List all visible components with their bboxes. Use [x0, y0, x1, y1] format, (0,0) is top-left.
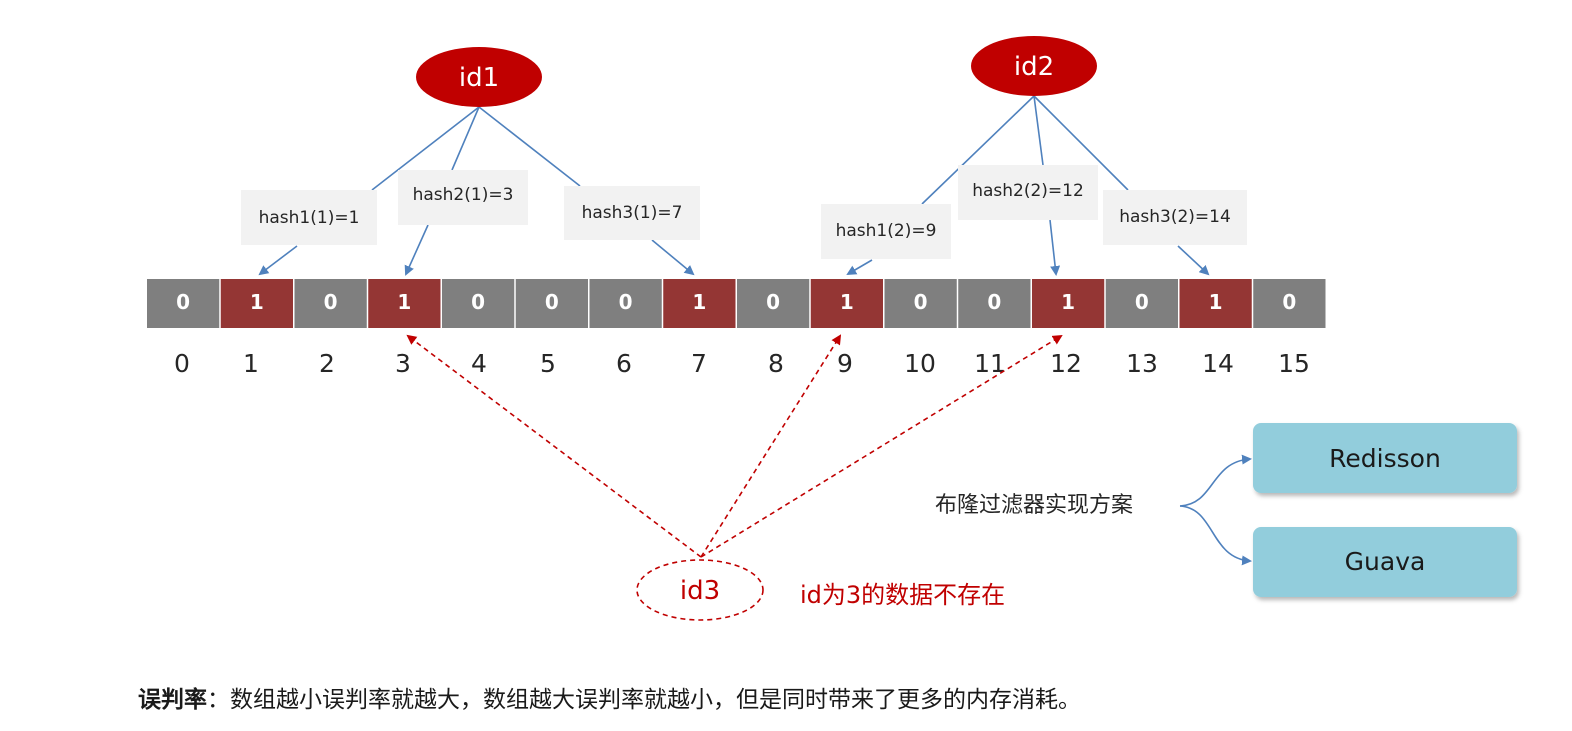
- bit-cell: 0: [147, 279, 220, 328]
- bit-value: 0: [324, 290, 338, 314]
- id2-label: id2: [1014, 52, 1054, 82]
- implementations-branch: [1179, 454, 1252, 566]
- id1-label: id1: [459, 63, 499, 93]
- bit-cell: 0: [737, 279, 810, 328]
- bit-index: 9: [837, 349, 853, 378]
- id3-not-exist-note: id为3的数据不存在: [800, 581, 1005, 609]
- hash-box-id1-1: hash1(1)=1: [241, 190, 377, 245]
- false-positive-rate-note: 误判率：数组越小误判率就越大，数组越大误判率就越小，但是同时带来了更多的内存消耗…: [138, 680, 1081, 714]
- bit-cell: 1: [810, 279, 883, 328]
- bit-index: 6: [616, 349, 632, 378]
- bit-value: 0: [1282, 290, 1296, 314]
- redisson-box: Redisson: [1253, 423, 1517, 493]
- bit-index: 14: [1202, 349, 1234, 378]
- footer-text: 数组越小误判率就越大，数组越大误判率就越小，但是同时带来了更多的内存消耗。: [230, 687, 1081, 713]
- bit-index: 7: [691, 349, 707, 378]
- bit-index: 2: [319, 349, 335, 378]
- bit-index: 13: [1126, 349, 1158, 378]
- bit-value: 0: [766, 290, 780, 314]
- bit-value: 1: [1209, 290, 1223, 314]
- bit-index: 8: [768, 349, 784, 378]
- redisson-label: Redisson: [1329, 444, 1441, 473]
- footer-separator: ：: [207, 687, 230, 713]
- hash-box-id2-1: hash1(2)=9: [821, 204, 951, 259]
- bit-value: 0: [176, 290, 190, 314]
- bit-cell: 1: [1032, 279, 1105, 328]
- bit-index: 4: [471, 349, 487, 378]
- bit-value: 1: [1061, 290, 1075, 314]
- bit-cell: 0: [958, 279, 1031, 328]
- bit-array: 0 1 0 1 0 0 0 1 0 1 0 0 1 0 1 0: [147, 279, 1326, 328]
- bit-index: 3: [395, 349, 411, 378]
- hash-label: hash1(2)=9: [836, 221, 937, 241]
- bit-cell: 1: [1179, 279, 1252, 328]
- hash-label: hash2(2)=12: [972, 181, 1084, 201]
- hash-label: hash3(2)=14: [1119, 207, 1231, 227]
- hash-box-id2-3: hash3(2)=14: [1103, 190, 1247, 245]
- bit-value: 0: [545, 290, 559, 314]
- bit-cell: 0: [1253, 279, 1326, 328]
- bit-value: 1: [840, 290, 854, 314]
- hash-label: hash3(1)=7: [582, 203, 683, 223]
- bit-value: 0: [987, 290, 1001, 314]
- bit-index: 0: [174, 349, 190, 378]
- bit-cell: 1: [663, 279, 736, 328]
- id2-lines: [846, 95, 1210, 276]
- id3-label: id3: [680, 576, 720, 606]
- bit-cell: 0: [884, 279, 957, 328]
- id3-query-lines: [406, 334, 1063, 558]
- bit-index: 12: [1050, 349, 1082, 378]
- bit-value: 0: [619, 290, 633, 314]
- id3-node: id3: [636, 559, 764, 621]
- bit-value: 0: [471, 290, 485, 314]
- bit-cell: 0: [515, 279, 588, 328]
- bit-cell: 0: [442, 279, 515, 328]
- bit-cell: 0: [294, 279, 367, 328]
- id1-node: id1: [416, 47, 542, 107]
- hash-box-id2-2: hash2(2)=12: [958, 165, 1098, 220]
- bit-index: 10: [904, 349, 936, 378]
- bit-value: 1: [250, 290, 264, 314]
- hash-box-id1-3: hash3(1)=7: [564, 186, 700, 240]
- bit-value: 1: [692, 290, 706, 314]
- bit-cell: 0: [1105, 279, 1178, 328]
- bit-index: 1: [243, 349, 259, 378]
- id2-node: id2: [971, 36, 1097, 96]
- bit-index: 5: [540, 349, 556, 378]
- id1-lines: [258, 106, 695, 276]
- bit-cell: 0: [589, 279, 662, 328]
- bit-value: 1: [397, 290, 411, 314]
- hash-box-id1-2: hash2(1)=3: [398, 170, 528, 225]
- hash-label: hash2(1)=3: [413, 185, 514, 205]
- footer-term: 误判率: [138, 687, 207, 713]
- bit-value: 0: [1135, 290, 1149, 314]
- hash-label: hash1(1)=1: [259, 208, 360, 228]
- bit-cell: 1: [368, 279, 441, 328]
- bit-index: 15: [1278, 349, 1310, 378]
- bit-value: 0: [914, 290, 928, 314]
- guava-label: Guava: [1345, 547, 1426, 576]
- guava-box: Guava: [1253, 527, 1517, 597]
- bit-cell: 1: [220, 279, 293, 328]
- implementations-label: 布隆过滤器实现方案: [935, 493, 1133, 518]
